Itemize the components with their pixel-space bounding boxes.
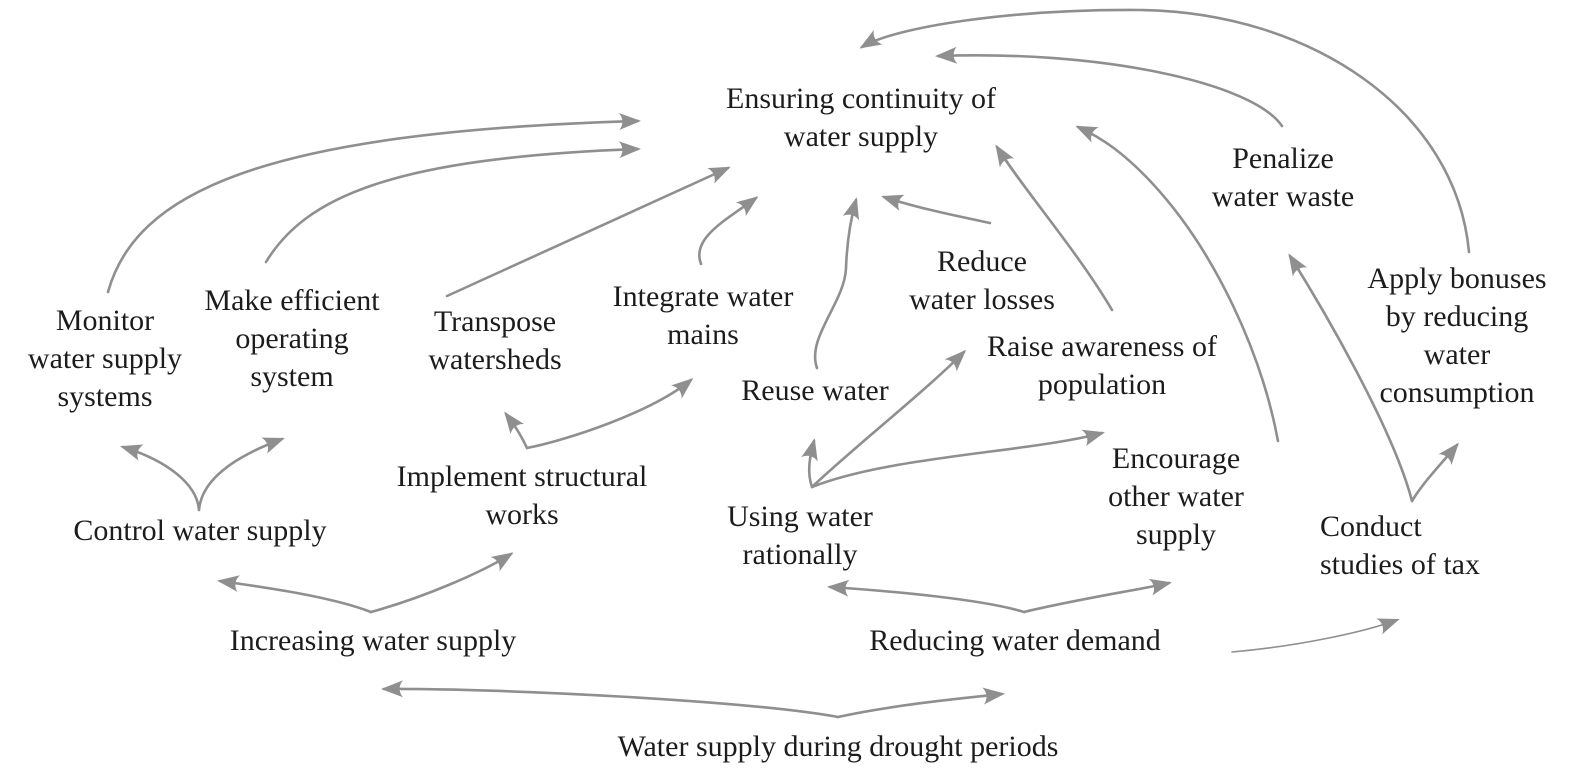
edge-control-to-monitor (120, 444, 201, 512)
node-make-efficient-line: operating (235, 322, 349, 355)
edge-implement-to-transpose (504, 411, 529, 450)
edge-encourage-to-ensuring (1075, 125, 1280, 443)
node-drought-line: Water supply during drought periods (617, 730, 1059, 763)
node-raise-awareness-line: Raise awareness of (987, 330, 1217, 363)
node-reduce-losses-line: water losses (909, 283, 1055, 316)
edge-transpose-to-ensuring (445, 166, 731, 298)
node-control-line: Control water supply (73, 514, 327, 547)
node-monitor-line: systems (57, 380, 153, 413)
edge-penalize-to-ensuring (935, 46, 1284, 128)
node-ensuring: Ensuring continuity of water supply (726, 80, 996, 156)
node-using-water-line: rationally (742, 538, 858, 571)
node-ensuring-line: water supply (783, 120, 939, 153)
node-integrate-line: mains (667, 318, 739, 351)
node-transpose-line: Transpose (433, 305, 557, 338)
edge-drought-to-increasing (381, 680, 840, 719)
node-using-water-line: Using water (727, 500, 873, 533)
node-make-efficient-line: Make efficient (204, 284, 380, 317)
edge-control-to-make-efficient (197, 437, 285, 512)
edge-raise-awareness-to-ensuring (995, 144, 1114, 312)
node-implement-line: works (485, 498, 559, 531)
edge-make-efficient-to-ensuring (264, 141, 641, 264)
node-transpose: Transpose watersheds (428, 303, 561, 379)
node-encourage: Encourage other water supply (1108, 440, 1244, 554)
edge-reuse-to-ensuring (813, 197, 860, 370)
node-reducing: Reducing water demand (869, 622, 1161, 660)
node-reduce-losses: Reduce water losses (909, 243, 1055, 319)
node-reduce-losses-line: Reduce (937, 245, 1027, 278)
node-control: Control water supply (73, 512, 326, 550)
node-apply-bonuses-line: consumption (1379, 376, 1535, 409)
node-apply-bonuses-line: Apply bonuses (1367, 262, 1547, 295)
edge-reducing-to-encourage (1022, 578, 1172, 614)
node-encourage-line: other water (1108, 480, 1244, 513)
edge-using-water-to-raise-awareness (810, 349, 967, 489)
edge-drought-to-reducing (836, 687, 1005, 719)
node-implement-line: Implement structural (396, 460, 648, 493)
edge-reducing-to-conduct (1231, 618, 1400, 653)
node-encourage-line: Encourage (1111, 442, 1241, 475)
node-drought: Water supply during drought periods (618, 728, 1059, 766)
node-ensuring-line: Ensuring continuity of (726, 82, 996, 115)
node-penalize-line: water waste (1211, 180, 1355, 213)
edge-using-water-to-encourage (810, 429, 1105, 489)
edge-reduce-losses-to-ensuring (881, 194, 992, 225)
node-conduct-line: studies of tax (1320, 548, 1480, 581)
edge-increasing-to-control (217, 575, 373, 614)
node-implement: Implement structural works (397, 458, 648, 534)
node-penalize-line: Penalize (1232, 142, 1334, 175)
edge-monitor-to-ensuring (106, 113, 641, 294)
node-raise-awareness-line: population (1037, 368, 1167, 401)
node-monitor: Monitor water supply systems (28, 302, 182, 416)
node-make-efficient: Make efficient operating system (204, 282, 379, 396)
edge-increasing-to-implement (369, 552, 514, 614)
node-integrate-line: Integrate water (612, 280, 794, 313)
edge-integrate-to-ensuring (698, 196, 759, 266)
node-raise-awareness: Raise awareness of population (987, 328, 1217, 404)
node-reuse: Reuse water (741, 372, 888, 410)
node-make-efficient-line: system (250, 360, 334, 393)
node-transpose-line: watersheds (428, 343, 562, 376)
node-apply-bonuses-line: water (1423, 338, 1491, 371)
edge-conduct-to-penalize (1288, 253, 1414, 503)
node-conduct: Conduct studies of tax (1320, 508, 1480, 584)
edge-reducing-to-using-water (827, 579, 1026, 614)
node-apply-bonuses: Apply bonuses by reducing water consumpt… (1367, 260, 1546, 412)
node-increasing: Increasing water supply (230, 622, 517, 660)
node-conduct-line: Conduct (1320, 510, 1422, 543)
edge-conduct-to-apply-bonuses (1410, 442, 1459, 503)
edge-implement-to-integrate (525, 378, 694, 450)
node-encourage-line: supply (1135, 518, 1217, 551)
node-reuse-line: Reuse water (741, 374, 889, 407)
node-integrate: Integrate water mains (613, 278, 794, 354)
node-using-water: Using water rationally (727, 498, 873, 574)
node-monitor-line: Monitor (55, 304, 155, 337)
node-increasing-line: Increasing water supply (229, 624, 517, 657)
node-apply-bonuses-line: by reducing (1385, 300, 1529, 333)
edge-using-water-to-reuse (801, 438, 818, 489)
node-monitor-line: water supply (27, 342, 183, 375)
edge-apply-bonuses-to-ensuring (859, 8, 1471, 254)
node-reducing-line: Reducing water demand (869, 624, 1161, 657)
node-penalize: Penalize water waste (1212, 140, 1354, 216)
